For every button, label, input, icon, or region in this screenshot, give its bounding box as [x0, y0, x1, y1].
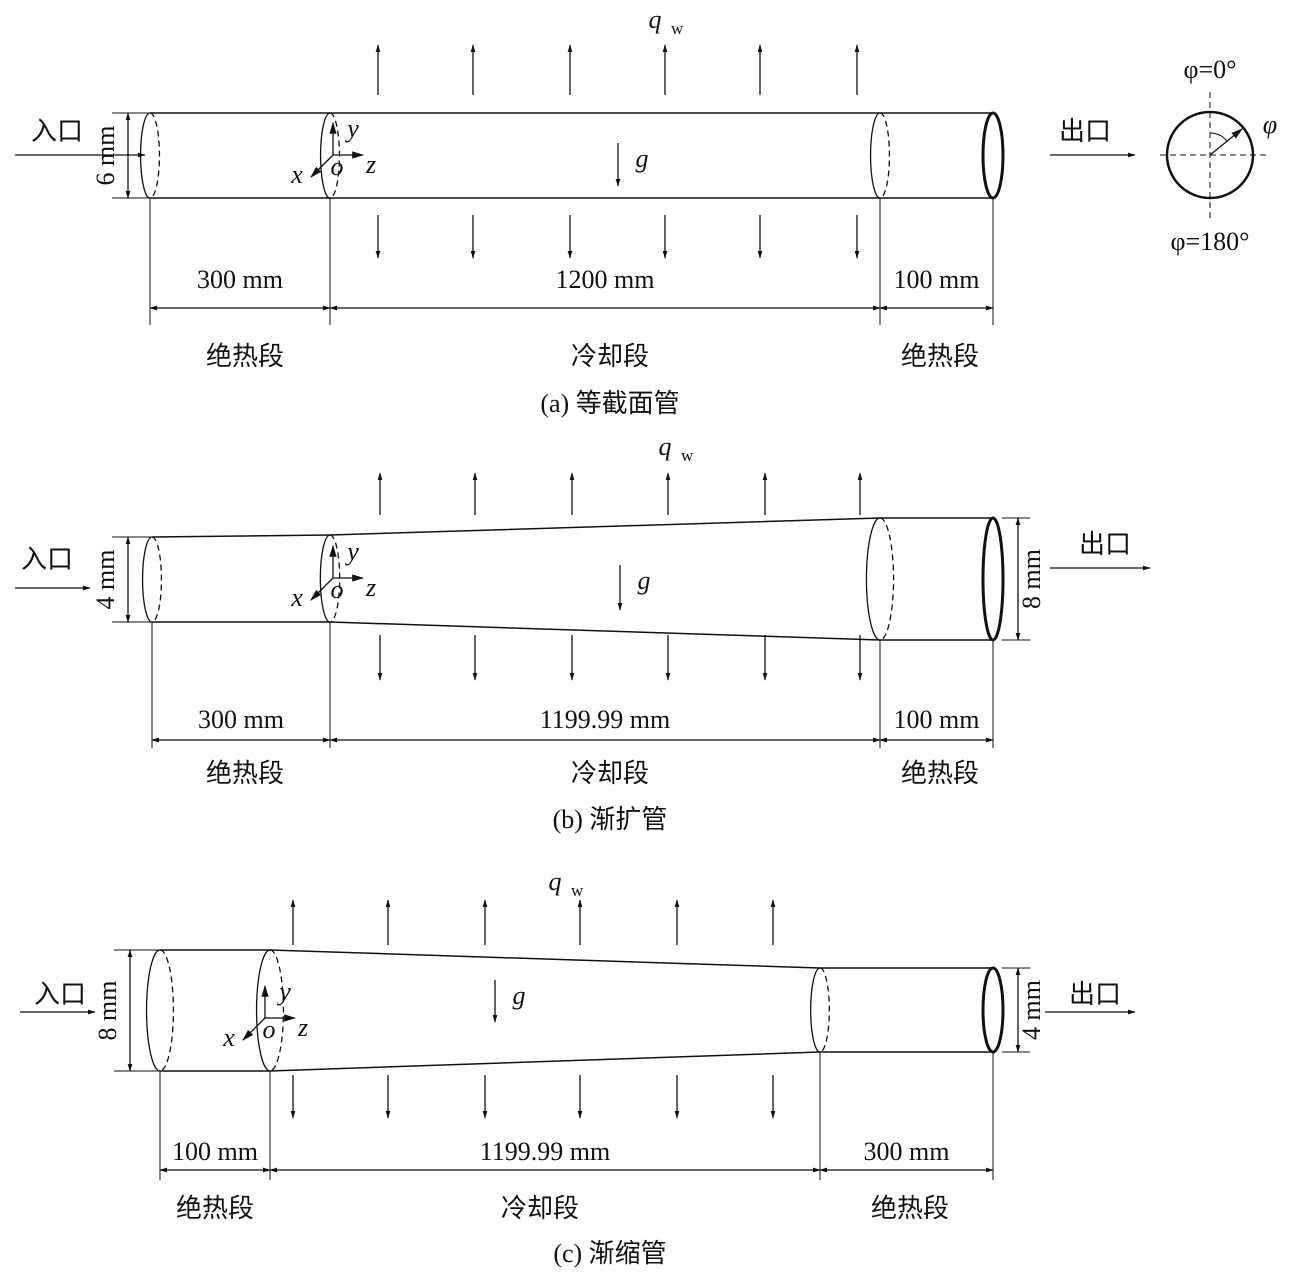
- x-axis-arrow: [310, 154, 334, 178]
- section-ring-back: [879, 112, 891, 199]
- length-label: 100 mm: [894, 265, 980, 294]
- section-ring-front: [810, 967, 821, 1053]
- section-ring-back: [151, 536, 163, 623]
- phi-label: φ: [1263, 110, 1277, 139]
- outlet-ellipse: [981, 966, 1005, 1054]
- phi-180-label: φ=180°: [1170, 227, 1249, 256]
- origin-label: o: [331, 152, 344, 181]
- pipe-bottom-wall: [152, 621, 993, 641]
- length-label: 300 mm: [198, 705, 284, 734]
- outlet-ellipse: [981, 111, 1005, 200]
- section-label: 绝热段: [901, 759, 979, 788]
- section-ring-back: [879, 517, 895, 641]
- section-ring-front: [145, 949, 161, 1072]
- heat-flux-label: q: [549, 867, 562, 896]
- heat-flux-label: q: [649, 5, 662, 34]
- x-axis-label: x: [290, 583, 303, 612]
- heat-flux-subscript: w: [671, 19, 684, 38]
- gravity-label: g: [638, 566, 651, 595]
- outlet-diameter-label: 4 mm: [1017, 980, 1046, 1040]
- inlet-diameter-label: 6 mm: [91, 126, 120, 186]
- pipe-top-wall: [151, 517, 993, 538]
- section-ring-front: [869, 112, 881, 199]
- section-ring-front: [319, 534, 331, 623]
- y-axis-label: y: [276, 977, 291, 1006]
- x-axis-arrow: [242, 1017, 266, 1041]
- panel-caption: (b) 渐扩管: [553, 805, 668, 834]
- section-label: 绝热段: [871, 1194, 949, 1223]
- z-axis-label: z: [365, 150, 376, 179]
- length-label: 1200 mm: [556, 265, 655, 294]
- z-axis-label: z: [365, 573, 376, 602]
- outlet-label: 出口: [1079, 530, 1131, 559]
- outlet-diameter-label: 8 mm: [1017, 549, 1046, 609]
- x-axis-arrow: [310, 577, 334, 601]
- angle-arrow: [1209, 128, 1243, 156]
- panel-caption: (a) 等截面管: [540, 389, 679, 418]
- inlet-label: 入口: [31, 117, 83, 146]
- heat-flux-subscript: w: [681, 446, 694, 465]
- section-label: 冷却段: [571, 342, 649, 371]
- y-axis-label: y: [344, 537, 359, 566]
- phi-0-label: φ=0°: [1183, 55, 1236, 84]
- outlet-ellipse: [981, 516, 1005, 642]
- section-ring-front: [319, 112, 331, 199]
- section-label: 绝热段: [206, 342, 284, 371]
- outlet-label: 出口: [1069, 980, 1121, 1009]
- section-ring-front: [255, 949, 271, 1072]
- length-label: 1199.99 mm: [540, 705, 670, 734]
- inlet-diameter-label: 4 mm: [91, 550, 120, 610]
- pipe-top-wall: [160, 949, 993, 969]
- section-label: 绝热段: [206, 759, 284, 788]
- gravity-label: g: [513, 981, 526, 1010]
- section-ring-front: [141, 536, 153, 623]
- outlet-label: 出口: [1059, 117, 1111, 146]
- gravity-label: g: [636, 144, 649, 173]
- section-ring-back: [269, 949, 285, 1072]
- section-label: 绝热段: [901, 342, 979, 371]
- x-axis-label: x: [290, 160, 303, 189]
- heat-flux-label: q: [659, 432, 672, 461]
- length-label: 300 mm: [864, 1137, 950, 1166]
- section-ring-back: [329, 534, 341, 623]
- angle-arc: [1209, 132, 1228, 142]
- inlet-label: 入口: [21, 545, 73, 574]
- inlet-label: 入口: [34, 980, 86, 1009]
- heat-flux-subscript: w: [571, 881, 584, 900]
- length-label: 100 mm: [172, 1137, 258, 1166]
- pipe-bottom-wall: [160, 1051, 993, 1072]
- length-label: 300 mm: [197, 265, 283, 294]
- section-ring-back: [159, 949, 175, 1072]
- length-label: 1199.99 mm: [480, 1137, 610, 1166]
- section-label: 绝热段: [176, 1194, 254, 1223]
- section-label: 冷却段: [571, 759, 649, 788]
- section-ring-front: [865, 517, 881, 641]
- cross-section: φ=0° φ=180° φ: [1160, 55, 1277, 256]
- inlet-diameter-label: 8 mm: [93, 981, 122, 1041]
- panel-caption: (c) 渐缩管: [553, 1239, 666, 1268]
- section-label: 冷却段: [501, 1194, 579, 1223]
- length-label: 100 mm: [894, 705, 980, 734]
- origin-label: o: [263, 1015, 276, 1044]
- z-axis-label: z: [297, 1013, 308, 1042]
- x-axis-label: x: [222, 1023, 235, 1052]
- section-ring-back: [149, 112, 161, 199]
- section-ring-back: [819, 967, 830, 1053]
- y-axis-label: y: [344, 114, 359, 143]
- origin-label: o: [331, 575, 344, 604]
